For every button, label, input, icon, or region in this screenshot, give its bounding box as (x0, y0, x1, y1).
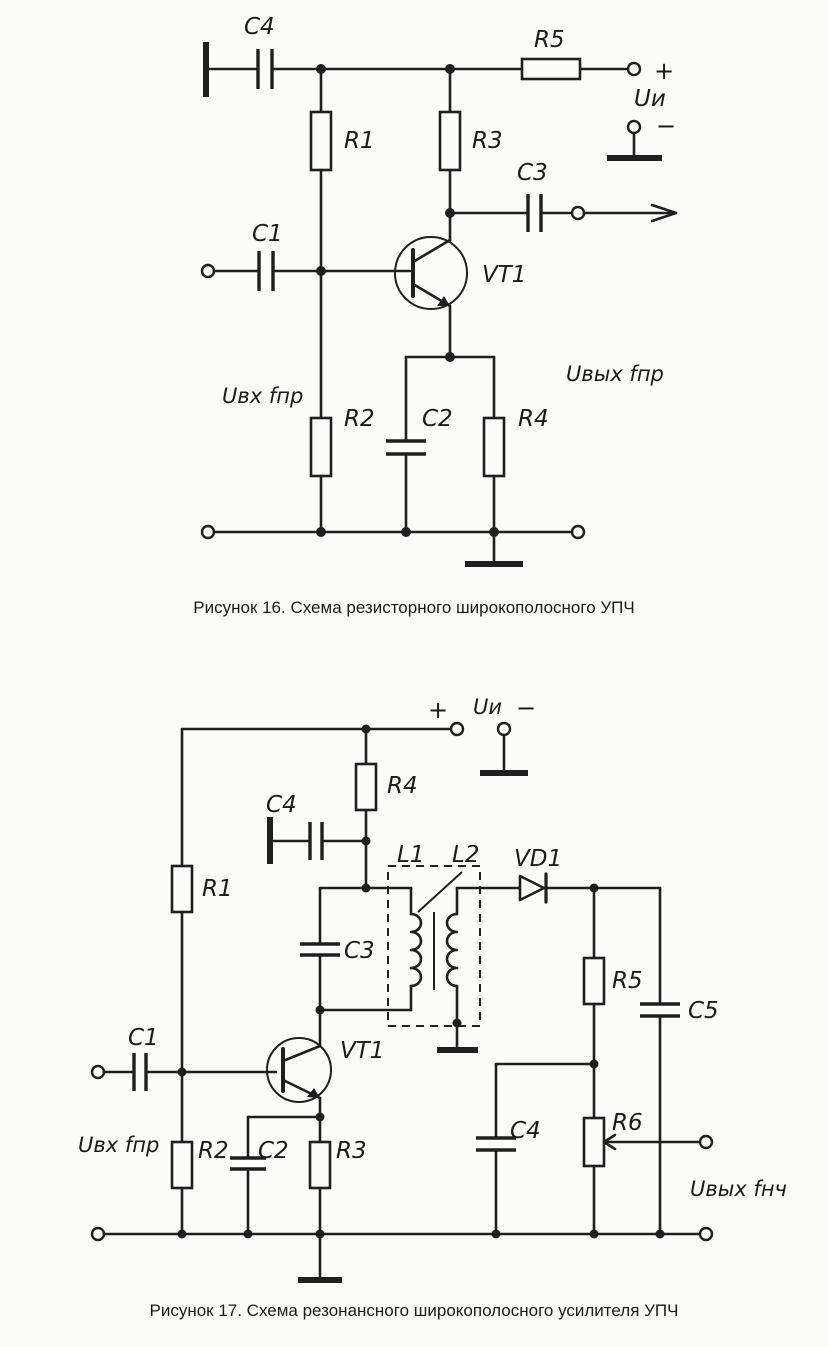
label-output: Uвых fпр (566, 362, 664, 386)
label-c1: C1 (252, 221, 283, 247)
capacitor-c3-17 (300, 942, 340, 957)
label-plus: + (654, 57, 674, 85)
input-ground-terminal-17 (90, 1226, 106, 1242)
resistor-r4 (482, 416, 506, 478)
figure-16-caption: Рисунок 16. Схема резисторного широкопол… (193, 598, 635, 617)
label-minus-17: − (516, 694, 536, 722)
output-arrow (650, 203, 678, 223)
figure-16-circuit: C4 R5 + Uи − R1 R3 C3 C1 VT1 Uвх fпр Uвы… (200, 14, 678, 567)
resistor-r4-17 (354, 762, 378, 812)
output-ground-terminal (570, 524, 586, 540)
inductor-l2 (445, 886, 459, 1025)
capacitor-c1-17 (132, 1053, 148, 1091)
label-c2-17: C2 (258, 1138, 289, 1164)
label-r3: R3 (472, 128, 503, 154)
label-r1: R1 (344, 128, 375, 154)
shield-box (387, 865, 481, 1027)
output-ground-terminal-17 (698, 1226, 714, 1242)
label-vt1-17: VT1 (340, 1038, 384, 1064)
wiper-arrow-icon (602, 1133, 617, 1151)
capacitor-c4-decoupling (308, 822, 324, 860)
input-terminal-17 (90, 1064, 106, 1080)
capacitor-c5 (640, 1002, 680, 1018)
label-c3: C3 (517, 160, 548, 186)
resistor-r1-17 (170, 864, 194, 914)
label-input: Uвх fпр (222, 384, 303, 408)
label-input-17: Uвх fпр (78, 1133, 159, 1157)
supply-plus-terminal (626, 61, 642, 77)
label-r1-17: R1 (202, 876, 233, 902)
supply-minus-terminal (626, 119, 642, 135)
label-c4b-17: C4 (510, 1118, 541, 1144)
transistor-vt1 (394, 236, 468, 310)
label-l2: L2 (452, 842, 479, 868)
label-c1-17: C1 (128, 1025, 159, 1051)
resistor-r5-17 (582, 956, 606, 1006)
label-r4: R4 (518, 406, 549, 432)
figure-17-circuit: + Uи − R4 C4 L1 L2 VD1 R1 C3 R5 C5 C1 VT… (78, 694, 787, 1283)
label-supply-17: Uи (473, 695, 502, 719)
transistor-vt1-17 (266, 1037, 332, 1103)
label-c3-17: C3 (344, 938, 375, 964)
output-terminal (570, 205, 586, 221)
label-output-17: Uвых fнч (690, 1177, 787, 1201)
figure-17-caption: Рисунок 17. Схема резонансного широкопол… (149, 1301, 679, 1320)
label-r2-17: R2 (198, 1138, 229, 1164)
label-r5-17: R5 (612, 968, 643, 994)
resistor-r3 (438, 110, 462, 172)
label-c2: C2 (422, 406, 453, 432)
supply-minus-terminal-17 (496, 721, 512, 737)
capacitor-c1 (257, 251, 275, 291)
label-minus: − (656, 112, 676, 140)
diode-vd1 (518, 872, 548, 904)
label-r3-17: R3 (336, 1138, 367, 1164)
label-supply: Uи (634, 86, 666, 112)
input-terminal (200, 263, 216, 279)
label-r5: R5 (534, 27, 565, 53)
supply-plus-terminal-17 (449, 721, 465, 737)
label-c4a-17: C4 (266, 792, 297, 818)
output-terminal-17 (698, 1134, 714, 1150)
resistor-r1 (309, 110, 333, 172)
label-vt1: VT1 (482, 262, 526, 288)
label-r6-17: R6 (612, 1110, 643, 1136)
capacitor-c3 (526, 194, 543, 232)
label-l1: L1 (397, 842, 424, 868)
tuning-slider-icon (417, 871, 463, 913)
input-ground-terminal (200, 524, 216, 540)
capacitor-c4 (256, 49, 274, 89)
resistor-r3-17 (308, 1140, 332, 1190)
label-vd1: VD1 (514, 846, 562, 872)
label-r2: R2 (344, 406, 375, 432)
label-c5: C5 (688, 998, 719, 1024)
capacitor-c2 (386, 439, 426, 456)
resistor-r6-17 (582, 1116, 606, 1168)
resistor-r2 (309, 416, 333, 478)
label-plus-17: + (428, 696, 448, 724)
inductor-l1 (409, 886, 423, 1012)
resistor-r2-17 (170, 1140, 194, 1190)
resistor-r5 (520, 57, 582, 81)
label-r4-17: R4 (387, 773, 418, 799)
label-c4: C4 (244, 14, 275, 40)
